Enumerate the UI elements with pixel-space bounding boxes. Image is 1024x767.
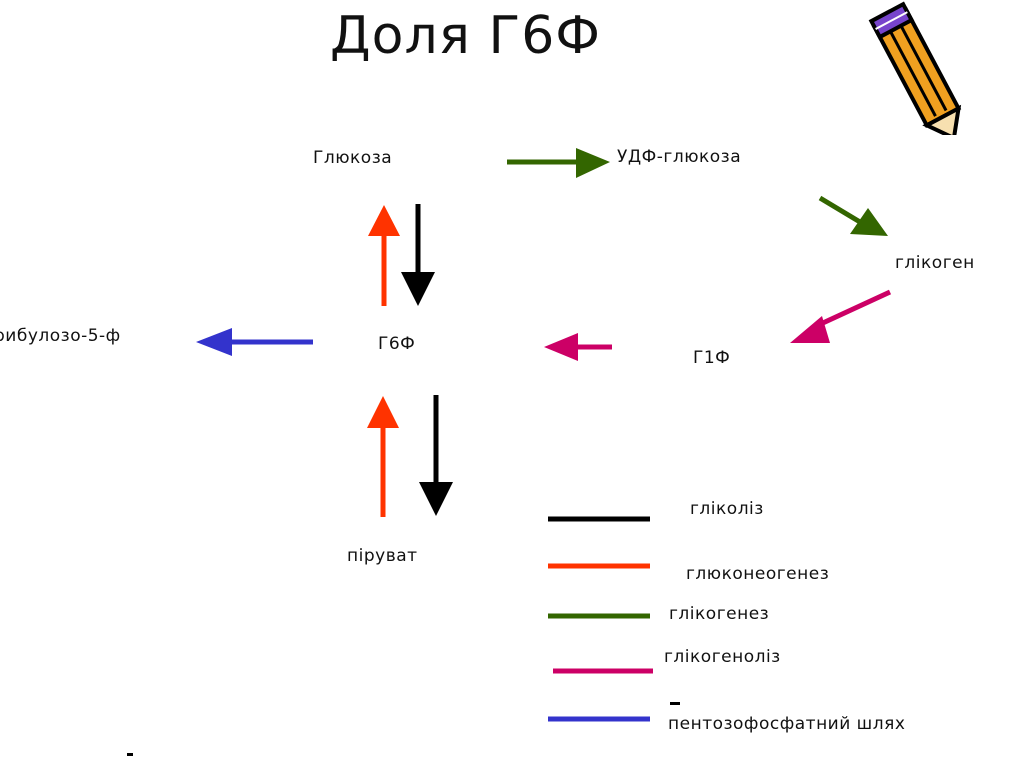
node-ribulose: рибулозо-5-ф bbox=[0, 326, 121, 346]
node-g1p: Г1Ф bbox=[693, 348, 731, 368]
legend-label-glycogenolysis: глікогеноліз bbox=[664, 647, 781, 667]
node-g6p: Г6Ф bbox=[378, 334, 416, 354]
node-glycogen: глікоген bbox=[895, 253, 975, 273]
legend-label-gluconeogenesis: глюконеогенез bbox=[686, 564, 830, 584]
stray-mark bbox=[670, 702, 680, 705]
node-glucose: Глюкоза bbox=[313, 148, 393, 168]
arrow-glycogen-to-g1p bbox=[790, 289, 892, 343]
legend-label-pentose: пентозофосфатний шлях bbox=[668, 714, 906, 734]
page-title: Доля Г6Ф bbox=[330, 6, 602, 66]
arrow-g6p-to-pyruvate bbox=[419, 395, 453, 516]
node-pyruvate: піруват bbox=[347, 546, 418, 566]
stray-mark bbox=[127, 753, 133, 756]
legend-label-glycogenesis: глікогенез bbox=[669, 604, 770, 624]
arrow-glucose-to-g6p bbox=[401, 204, 435, 306]
arrow-udpglucose-to-glycogen bbox=[818, 195, 888, 236]
arrow-g6p-to-glucose bbox=[368, 205, 400, 306]
arrow-glucose-to-udpglucose bbox=[507, 148, 610, 178]
legend-label-glycolysis: гліколіз bbox=[690, 499, 764, 519]
node-udp-glucose: УДФ-глюкоза bbox=[617, 147, 742, 167]
arrow-pyruvate-to-g6p bbox=[367, 396, 399, 517]
arrow-g1p-to-g6p bbox=[544, 333, 612, 361]
arrow-g6p-to-ribulose bbox=[196, 328, 313, 356]
pencil-icon bbox=[868, 1, 962, 135]
